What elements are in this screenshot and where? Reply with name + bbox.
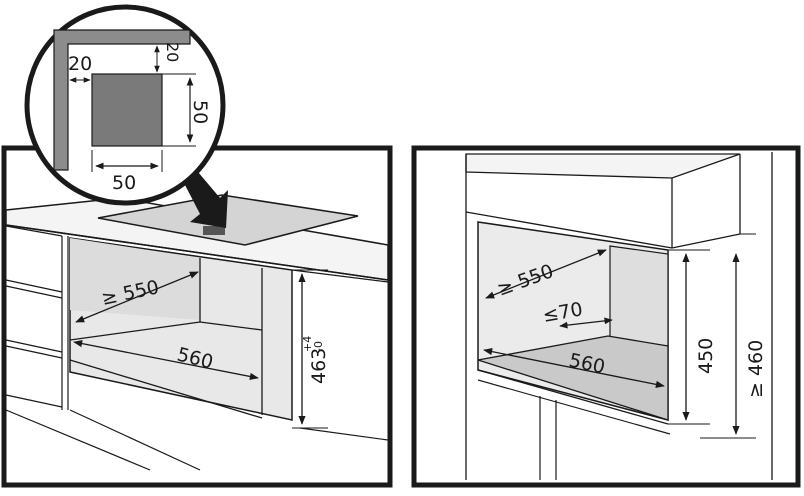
right-cabinet-height-label: ≥ 460 xyxy=(745,340,767,398)
pointer-arrow-icon xyxy=(185,172,228,228)
inset-left-offset: 20 xyxy=(68,53,92,75)
right-height-label: 450 xyxy=(695,338,717,374)
right-width-line xyxy=(483,348,665,388)
cutout-detail-inset: 20 20 50 50 xyxy=(24,4,228,228)
left-width-line xyxy=(73,340,259,380)
inset-width: 50 xyxy=(112,172,136,194)
inset-cutout xyxy=(91,73,163,147)
hob xyxy=(97,194,359,246)
left-depth-line xyxy=(75,271,199,323)
right-panel-tall-unit: ≥ 550 ≤70 560 450 ≥ 460 xyxy=(411,145,801,488)
side-drawers xyxy=(5,225,69,410)
right-rear-gap-line xyxy=(559,317,613,329)
left-tolerance-plus: +4 xyxy=(301,336,314,352)
right-depth-line xyxy=(485,249,607,299)
left-height-label: 463 xyxy=(308,348,330,384)
hob-connector xyxy=(203,226,225,235)
inset-height: 50 xyxy=(189,100,211,124)
left-tolerance-minus: -0 xyxy=(312,341,325,352)
inset-top-offset: 20 xyxy=(163,42,182,62)
inset-corner-wall xyxy=(53,29,191,171)
